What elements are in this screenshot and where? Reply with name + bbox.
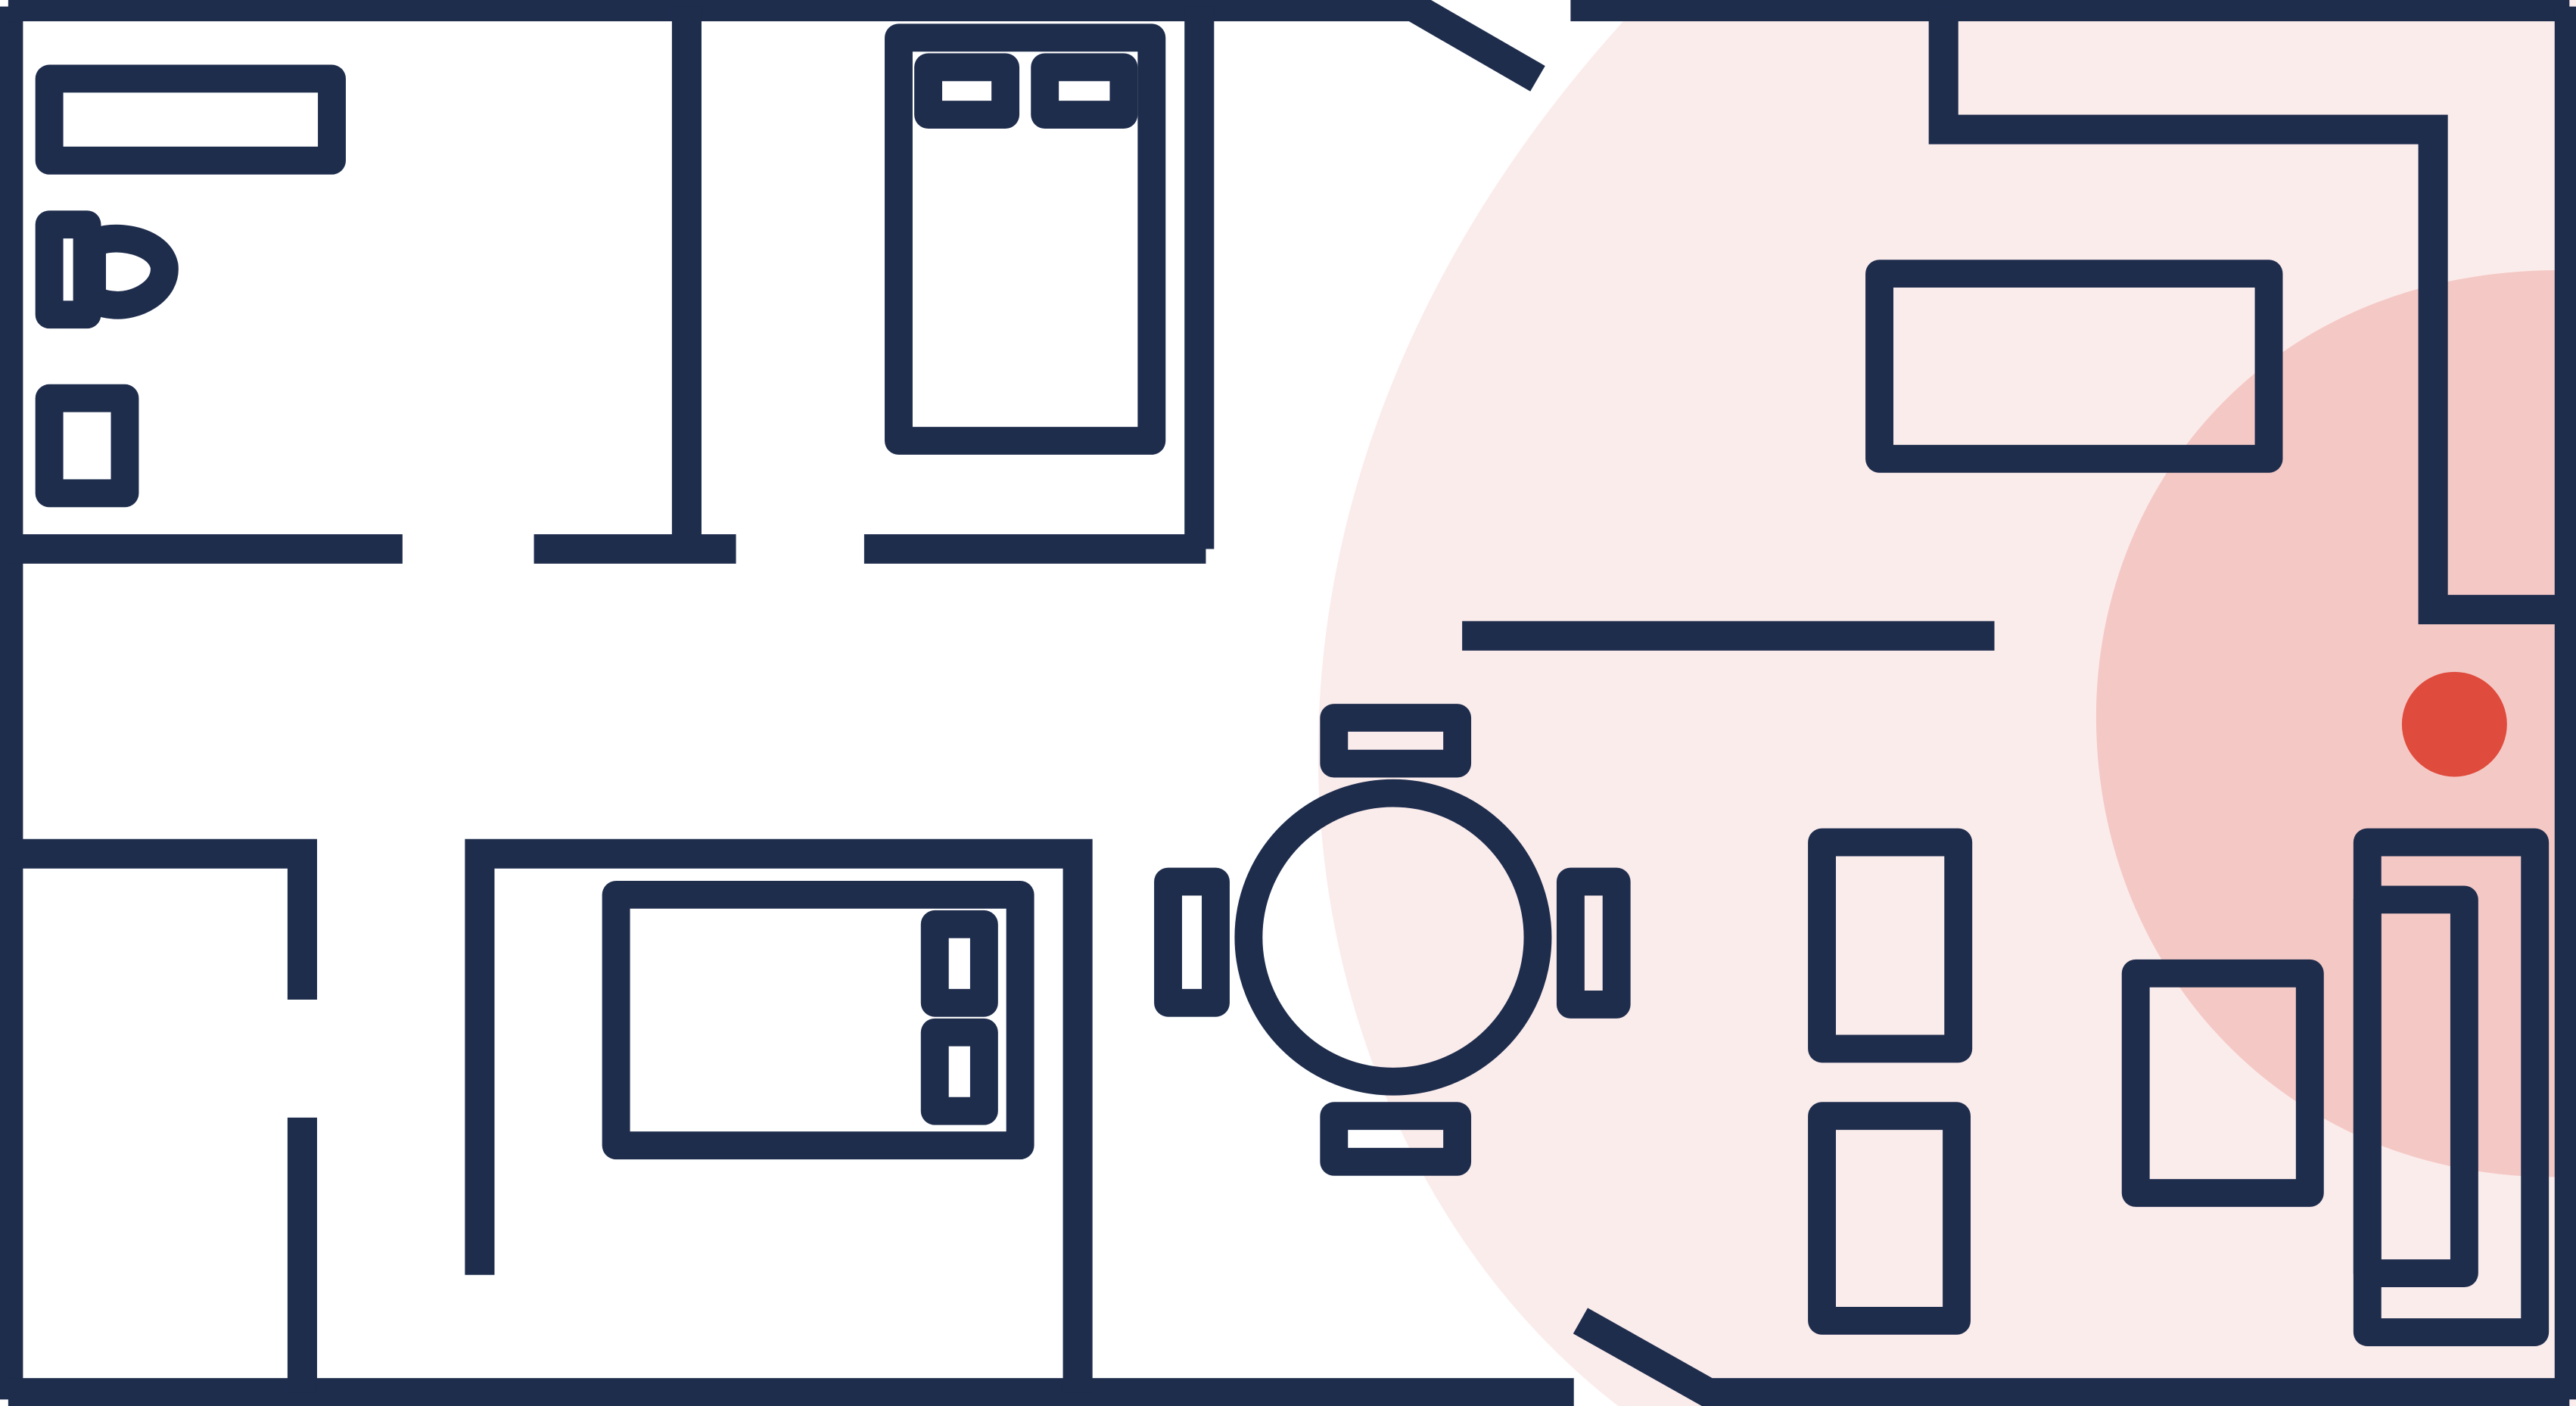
single-bed-mattress [2353, 885, 2478, 1288]
outer-wall-south-right [1573, 1308, 2570, 1406]
wifi-access-point-dot [2401, 671, 2507, 777]
toilet-bowl [78, 224, 179, 319]
pillow-left [914, 53, 1020, 129]
round-dining-table [1234, 779, 1552, 1096]
furniture [35, 23, 2550, 1346]
dining-chair-top [1320, 704, 1472, 778]
sofa [1865, 260, 2283, 473]
pillow-right [1031, 53, 1138, 129]
sink [35, 384, 139, 508]
armchair-lower [1808, 1102, 1971, 1335]
dining-chair-left [1154, 867, 1230, 1017]
wall-southwest-room-top [8, 838, 317, 1000]
desk [602, 880, 1034, 1160]
office-chair-bottom [920, 1018, 998, 1125]
armchair-upper [1808, 828, 1973, 1063]
double-bed [885, 23, 1166, 455]
coffee-table [2121, 959, 2324, 1207]
dining-chair-bottom [1320, 1102, 1472, 1176]
bathtub [35, 64, 346, 175]
outer-wall-north-left [8, 0, 1545, 92]
wall-kitchen-closet [1928, 6, 2570, 625]
office-chair-top [920, 910, 998, 1017]
dining-chair-right [1556, 867, 1631, 1019]
wall-office [465, 838, 1093, 1393]
